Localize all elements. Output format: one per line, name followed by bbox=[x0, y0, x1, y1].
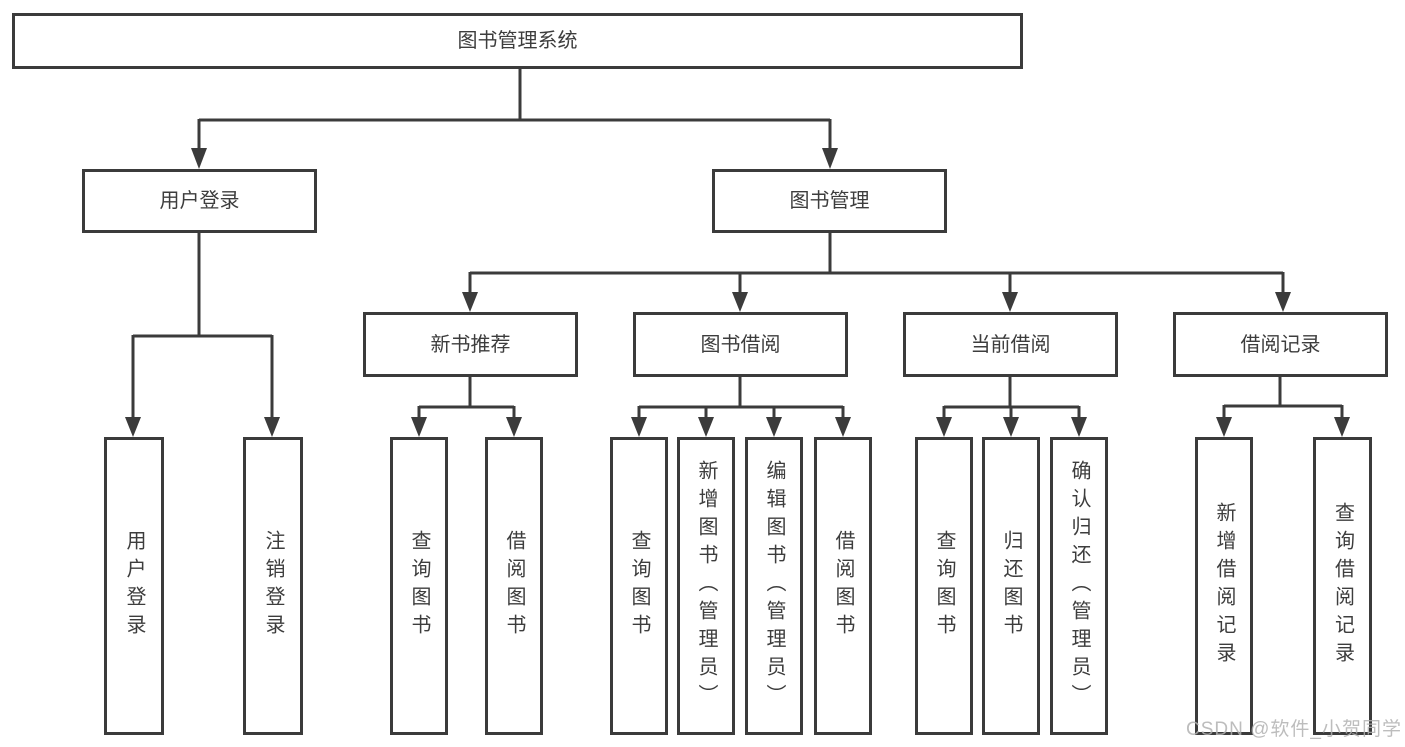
leaf-current-confirm-return: 确认归还（管理员） bbox=[1050, 437, 1108, 735]
node-book-borrow: 图书借阅 bbox=[633, 312, 848, 377]
leaf-borrow-query-book: 查询图书 bbox=[610, 437, 668, 735]
leaf-borrow-borrow-book-label: 借阅图书 bbox=[832, 530, 854, 642]
leaf-borrow-borrow-book: 借阅图书 bbox=[814, 437, 872, 735]
leaf-borrow-query-book-label: 查询图书 bbox=[628, 530, 650, 642]
node-new-book-recommend-label: 新书推荐 bbox=[430, 333, 511, 356]
leaf-record-add-record: 新增借阅记录 bbox=[1195, 437, 1253, 735]
node-book-management-label: 图书管理 bbox=[789, 190, 870, 212]
leaf-borrow-edit-book: 编辑图书（管理员） bbox=[745, 437, 803, 735]
node-current-borrow: 当前借阅 bbox=[903, 312, 1118, 377]
arrowhead-icons bbox=[125, 148, 1350, 437]
node-book-borrow-label: 图书借阅 bbox=[700, 333, 781, 356]
leaf-borrow-add-book: 新增图书（管理员） bbox=[677, 437, 735, 735]
node-book-management: 图书管理 bbox=[712, 169, 947, 233]
node-borrow-record: 借阅记录 bbox=[1173, 312, 1388, 377]
node-root-label: 图书管理系统 bbox=[457, 30, 578, 52]
leaf-current-return-book-label: 归还图书 bbox=[1000, 530, 1022, 642]
node-borrow-record-label: 借阅记录 bbox=[1240, 333, 1321, 356]
leaf-record-add-record-label: 新增借阅记录 bbox=[1213, 502, 1235, 670]
leaf-borrow-edit-book-label: 编辑图书（管理员） bbox=[763, 460, 785, 712]
leaf-newbook-borrow-book-label: 借阅图书 bbox=[503, 530, 525, 642]
leaf-record-query-record: 查询借阅记录 bbox=[1313, 437, 1372, 735]
leaf-logout-label: 注销登录 bbox=[262, 530, 284, 642]
leaf-newbook-borrow-book: 借阅图书 bbox=[485, 437, 543, 735]
leaf-current-confirm-return-label: 确认归还（管理员） bbox=[1068, 460, 1090, 712]
leaf-current-return-book: 归还图书 bbox=[982, 437, 1040, 735]
leaf-logout: 注销登录 bbox=[243, 437, 303, 735]
node-user-login: 用户登录 bbox=[82, 169, 317, 233]
node-user-login-label: 用户登录 bbox=[159, 190, 240, 212]
csdn-watermark: CSDN @软件_小贺同学 bbox=[1186, 719, 1402, 740]
node-current-borrow-label: 当前借阅 bbox=[970, 333, 1051, 356]
node-root-system: 图书管理系统 bbox=[12, 13, 1023, 69]
leaf-record-query-record-label: 查询借阅记录 bbox=[1331, 502, 1354, 670]
leaf-user-login: 用户登录 bbox=[104, 437, 164, 735]
leaf-current-query-book-label: 查询图书 bbox=[933, 530, 955, 642]
leaf-newbook-query-book-label: 查询图书 bbox=[408, 530, 430, 642]
leaf-current-query-book: 查询图书 bbox=[915, 437, 973, 735]
node-new-book-recommend: 新书推荐 bbox=[363, 312, 578, 377]
leaf-borrow-add-book-label: 新增图书（管理员） bbox=[695, 460, 717, 712]
leaf-user-login-label: 用户登录 bbox=[123, 530, 145, 642]
leaf-newbook-query-book: 查询图书 bbox=[390, 437, 448, 735]
